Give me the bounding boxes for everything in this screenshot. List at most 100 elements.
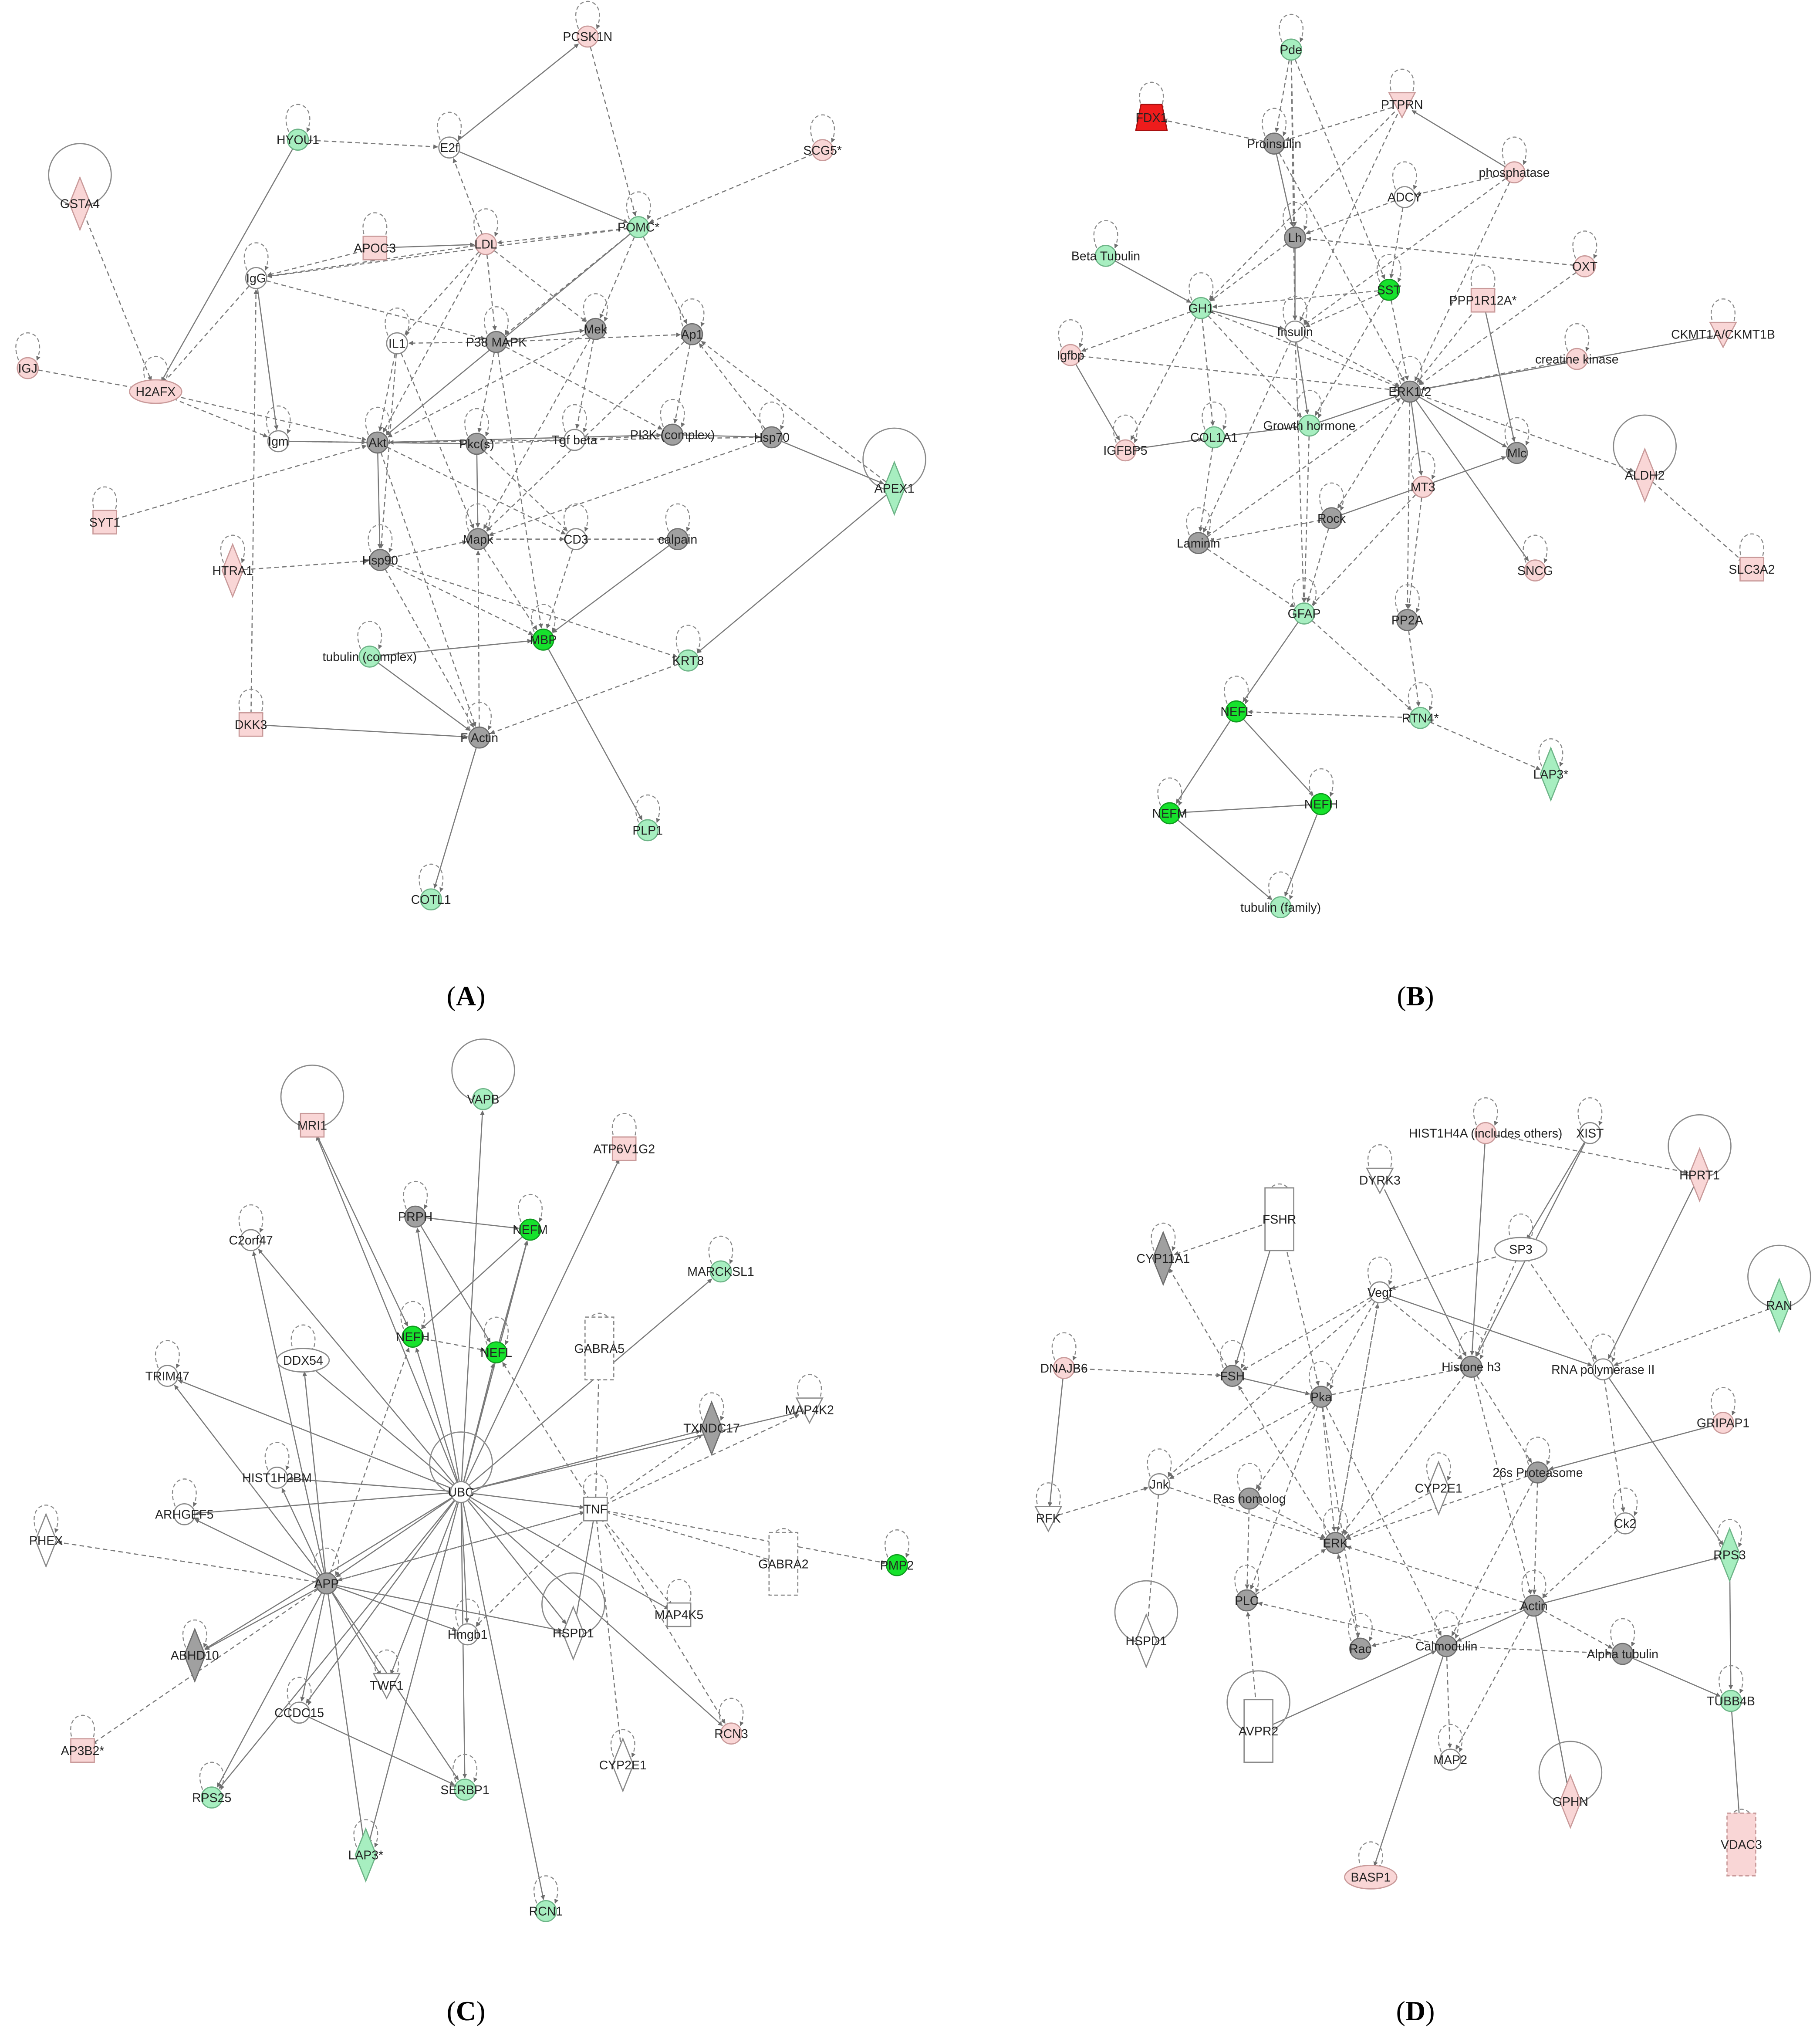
panel-letter-d: D [1405, 1995, 1426, 2026]
node-creatine-kinase: creatine kinase [1535, 323, 1619, 370]
self-loop [467, 702, 492, 730]
node-label: Tgf beta [552, 433, 598, 447]
node-shape [129, 379, 182, 404]
edge-ap1-to-pi3k [673, 344, 691, 424]
node-label: MAP4K2 [785, 1403, 834, 1417]
edge-erk12-to-sncg [1415, 399, 1529, 561]
node-p38-mapk: P38 MAPK [466, 306, 527, 353]
node-shape [1409, 707, 1432, 729]
edge-pomc-to-ldl [497, 227, 628, 245]
edge-calmodulin-to-alphatub [1457, 1646, 1611, 1656]
edge-ubc-to-map4k5 [469, 1496, 669, 1610]
node-gabra2: GABRA2 [758, 1528, 809, 1596]
self-loop [365, 407, 390, 435]
node-label: Ap1 [681, 328, 703, 342]
edge-prph-to-nefm [425, 1217, 519, 1231]
panel-caption-c: (C) [446, 1995, 486, 2026]
edge-pka-to-erk [1321, 1407, 1337, 1532]
node-shape [1270, 896, 1292, 919]
node-label: HSPD1 [553, 1626, 594, 1640]
node-label: Akt [368, 436, 386, 450]
self-loop [15, 332, 41, 361]
node-label: Ras homolog [1213, 1492, 1286, 1506]
edge-ubc-to-twf1 [390, 1501, 458, 1675]
edge-ubc-to-lap3 [367, 1502, 459, 1844]
node-shape [70, 1738, 95, 1763]
edge-app-to-trim47 [174, 1385, 321, 1576]
self-loop [518, 1194, 543, 1222]
edge-app-to-arhgef5 [194, 1518, 317, 1579]
edge-gripap1-to-proteasome [1548, 1425, 1713, 1471]
edge-igg-to-p38 [266, 280, 486, 340]
edge-ubc-to-atp6v1g2 [465, 1159, 620, 1483]
edge-mt3-to-pp2a [1407, 497, 1422, 609]
node-fsh: FSH [1220, 1340, 1245, 1387]
edge-ldl-to-akt [382, 253, 482, 433]
node-pcsk1n: PCSK1N [563, 1, 612, 48]
node-label: GPHN [1553, 1795, 1588, 1809]
node-sst: SST [1376, 254, 1402, 301]
edge-nefm-to-nefh [421, 1236, 523, 1329]
node-hsp90: Hsp90 [362, 524, 398, 571]
node-atp6v1g2: ATP6V1G2 [593, 1113, 655, 1161]
node-label: PCSK1N [563, 30, 612, 44]
node-label: IGJ [18, 362, 37, 375]
node-label: ARHGEF5 [155, 1508, 213, 1522]
edge-igg-to-h2afx [163, 285, 250, 383]
self-loop [1279, 14, 1304, 42]
edge-mek-to-mapk [483, 338, 591, 530]
node-shape [1439, 1748, 1462, 1771]
node-ckmt1a-ckmt1b: CKMT1A/CKMT1B [1671, 298, 1775, 349]
node-shape [287, 128, 309, 151]
node-serbp1: SERBP1 [440, 1754, 490, 1801]
node-label: POMC* [618, 221, 659, 235]
edge-erk12-to-mt3 [1411, 402, 1423, 476]
edge-apex1-to-krt8 [696, 494, 887, 654]
node-shape [611, 1737, 634, 1793]
node-shape [1152, 1231, 1175, 1286]
node-label: Hsp70 [754, 431, 790, 445]
self-loop [1309, 1361, 1334, 1390]
edge-igj-to-h2afx [38, 369, 145, 391]
node-shape [358, 646, 381, 668]
edge-col1a1-to-growth [1224, 425, 1298, 437]
edge-nefm-to-tubfam [1177, 819, 1272, 900]
edge-app-to-ap3b2 [91, 1589, 318, 1745]
self-loop [353, 1819, 378, 1848]
node-label: Proinsulin [1247, 137, 1301, 151]
self-loop [70, 1714, 95, 1743]
self-loop [357, 621, 382, 649]
edge-app-to-tnf [336, 1511, 585, 1581]
node-shape [564, 528, 587, 551]
edge-h2afx-to-igm [165, 395, 268, 438]
self-loop [810, 114, 835, 143]
node-igfbp: Igfbp [1057, 319, 1084, 366]
self-loop [1717, 1519, 1742, 1548]
edge-htra1-to-hsp90 [243, 558, 369, 571]
node-oxt: OXT [1572, 230, 1597, 277]
node-label: LDL [474, 238, 497, 252]
node-label: FSH [1220, 1369, 1245, 1383]
edge-app-to-lap3 [328, 1593, 366, 1844]
node-fshr: FSHR [1263, 1183, 1296, 1251]
edge-p38-to-mbp [497, 352, 543, 629]
edge-ubc-to-hspd1 [467, 1500, 567, 1624]
node-label: PPP1R12A* [1449, 294, 1517, 308]
node-ddx54: DDX54 [276, 1324, 330, 1373]
edge-ran-to-rnapol [1614, 1308, 1770, 1366]
edge-e2f-to-pomc [459, 151, 628, 223]
node-trim47: TRIM47 [145, 1340, 189, 1387]
edge-jnk-to-hspd1 [1145, 1495, 1159, 1630]
edge-cd3-to-mbp [546, 549, 574, 629]
edge-alphatub-to-tubb4b [1632, 1657, 1721, 1697]
node-label: ABHD10 [171, 1649, 219, 1663]
node-rfk: RFK [1034, 1482, 1063, 1533]
edge-tnf-to-hspd1 [574, 1519, 594, 1622]
edge-vegf-to-fsh [1242, 1297, 1371, 1371]
edge-pi3k-to-hsp70 [683, 434, 760, 440]
edge-p38-to-mek [506, 328, 584, 342]
self-loop [199, 1762, 225, 1790]
self-loop [1309, 768, 1334, 797]
node-label: Histone h3 [1442, 1360, 1501, 1374]
self-loop [374, 1649, 399, 1678]
